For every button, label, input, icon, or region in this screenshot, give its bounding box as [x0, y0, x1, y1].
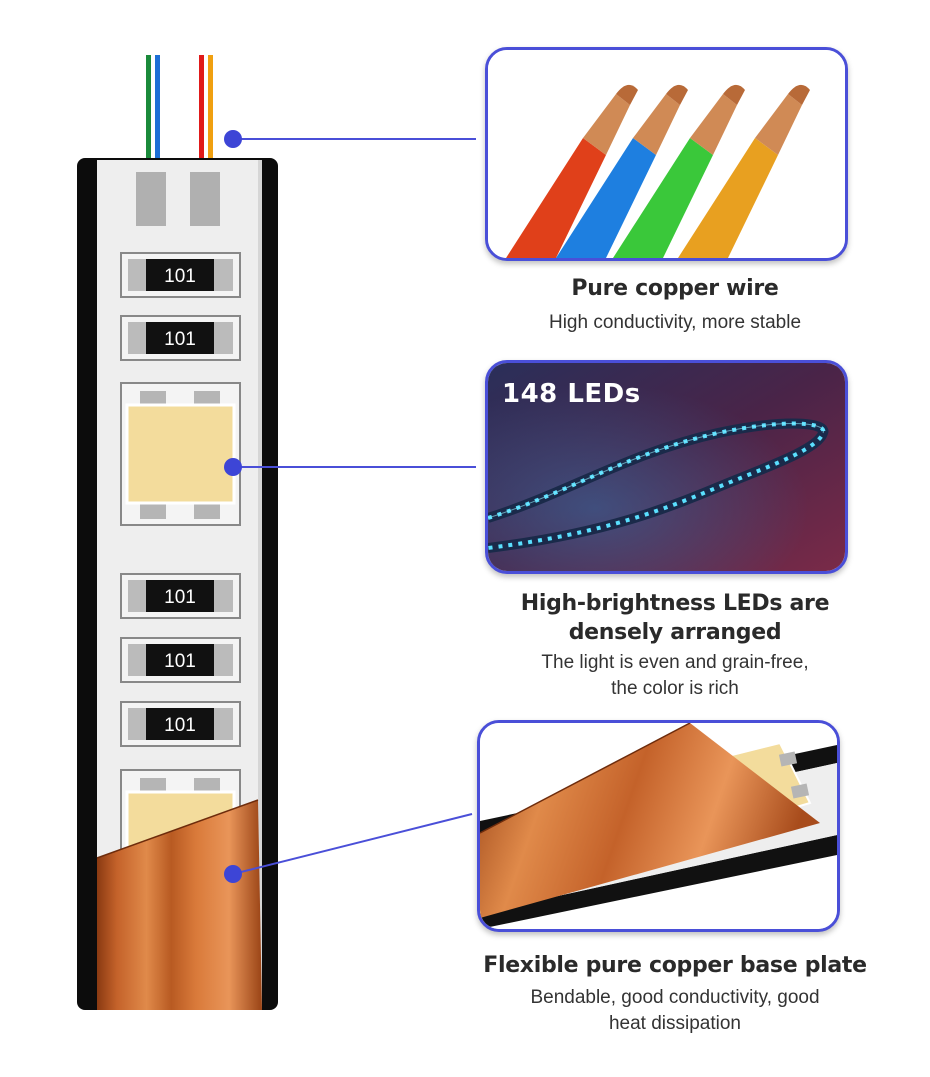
- copper-wire-image: [485, 47, 848, 261]
- led-chip: [120, 382, 241, 526]
- feature-description-line: The light is even and grain-free,: [541, 652, 809, 673]
- feature-description: Bendable, good conductivity, good heat d…: [470, 985, 880, 1037]
- red-wire-image: [506, 84, 638, 258]
- connector-dot: [224, 865, 242, 883]
- copper-base-image: [477, 720, 840, 932]
- connector-dot: [224, 130, 242, 148]
- connector-dot: [224, 458, 242, 476]
- orange-wire: [208, 55, 213, 173]
- green-wire-image: [613, 84, 745, 258]
- resistor-label: 101: [164, 587, 196, 608]
- resistor-chip: 101: [120, 573, 241, 619]
- blue-wire-image: [556, 84, 688, 258]
- orange-wire-image: [678, 84, 810, 258]
- resistor-label: 101: [164, 651, 196, 672]
- resistor-chip: 101: [120, 701, 241, 747]
- resistor-chip: 101: [120, 637, 241, 683]
- red-wire: [199, 55, 204, 173]
- led-count-label: 148 LEDs: [502, 379, 641, 409]
- feature-title: Flexible pure copper base plate: [483, 953, 867, 978]
- copper-base-plate: [97, 800, 262, 1010]
- connector-line: [232, 813, 473, 875]
- feature-description-line: the color is rich: [611, 678, 739, 699]
- solder-pad: [136, 172, 166, 226]
- feature-title: Pure copper wire: [571, 276, 779, 301]
- solder-pad: [190, 172, 220, 226]
- resistor-chip: 101: [120, 315, 241, 361]
- feature-description: The light is even and grain-free, the co…: [485, 650, 865, 702]
- led-strip-photo: 148 LEDs: [485, 360, 848, 574]
- green-wire: [146, 55, 151, 173]
- resistor-label: 101: [164, 266, 196, 287]
- feature-description-line: heat dissipation: [608, 1013, 742, 1034]
- feature-description: High conductivity, more stable: [548, 312, 802, 333]
- feature-title: High-brightness LEDs are densely arrange…: [485, 589, 865, 647]
- resistor-chip: 101: [120, 252, 241, 298]
- resistor-label: 101: [164, 715, 196, 736]
- feature-description-line: Bendable, good conductivity, good: [530, 987, 820, 1008]
- feature-title-line: High-brightness LEDs are: [520, 591, 830, 616]
- resistor-label: 101: [164, 329, 196, 350]
- blue-wire: [155, 55, 160, 173]
- feature-title-line: densely arranged: [568, 620, 782, 645]
